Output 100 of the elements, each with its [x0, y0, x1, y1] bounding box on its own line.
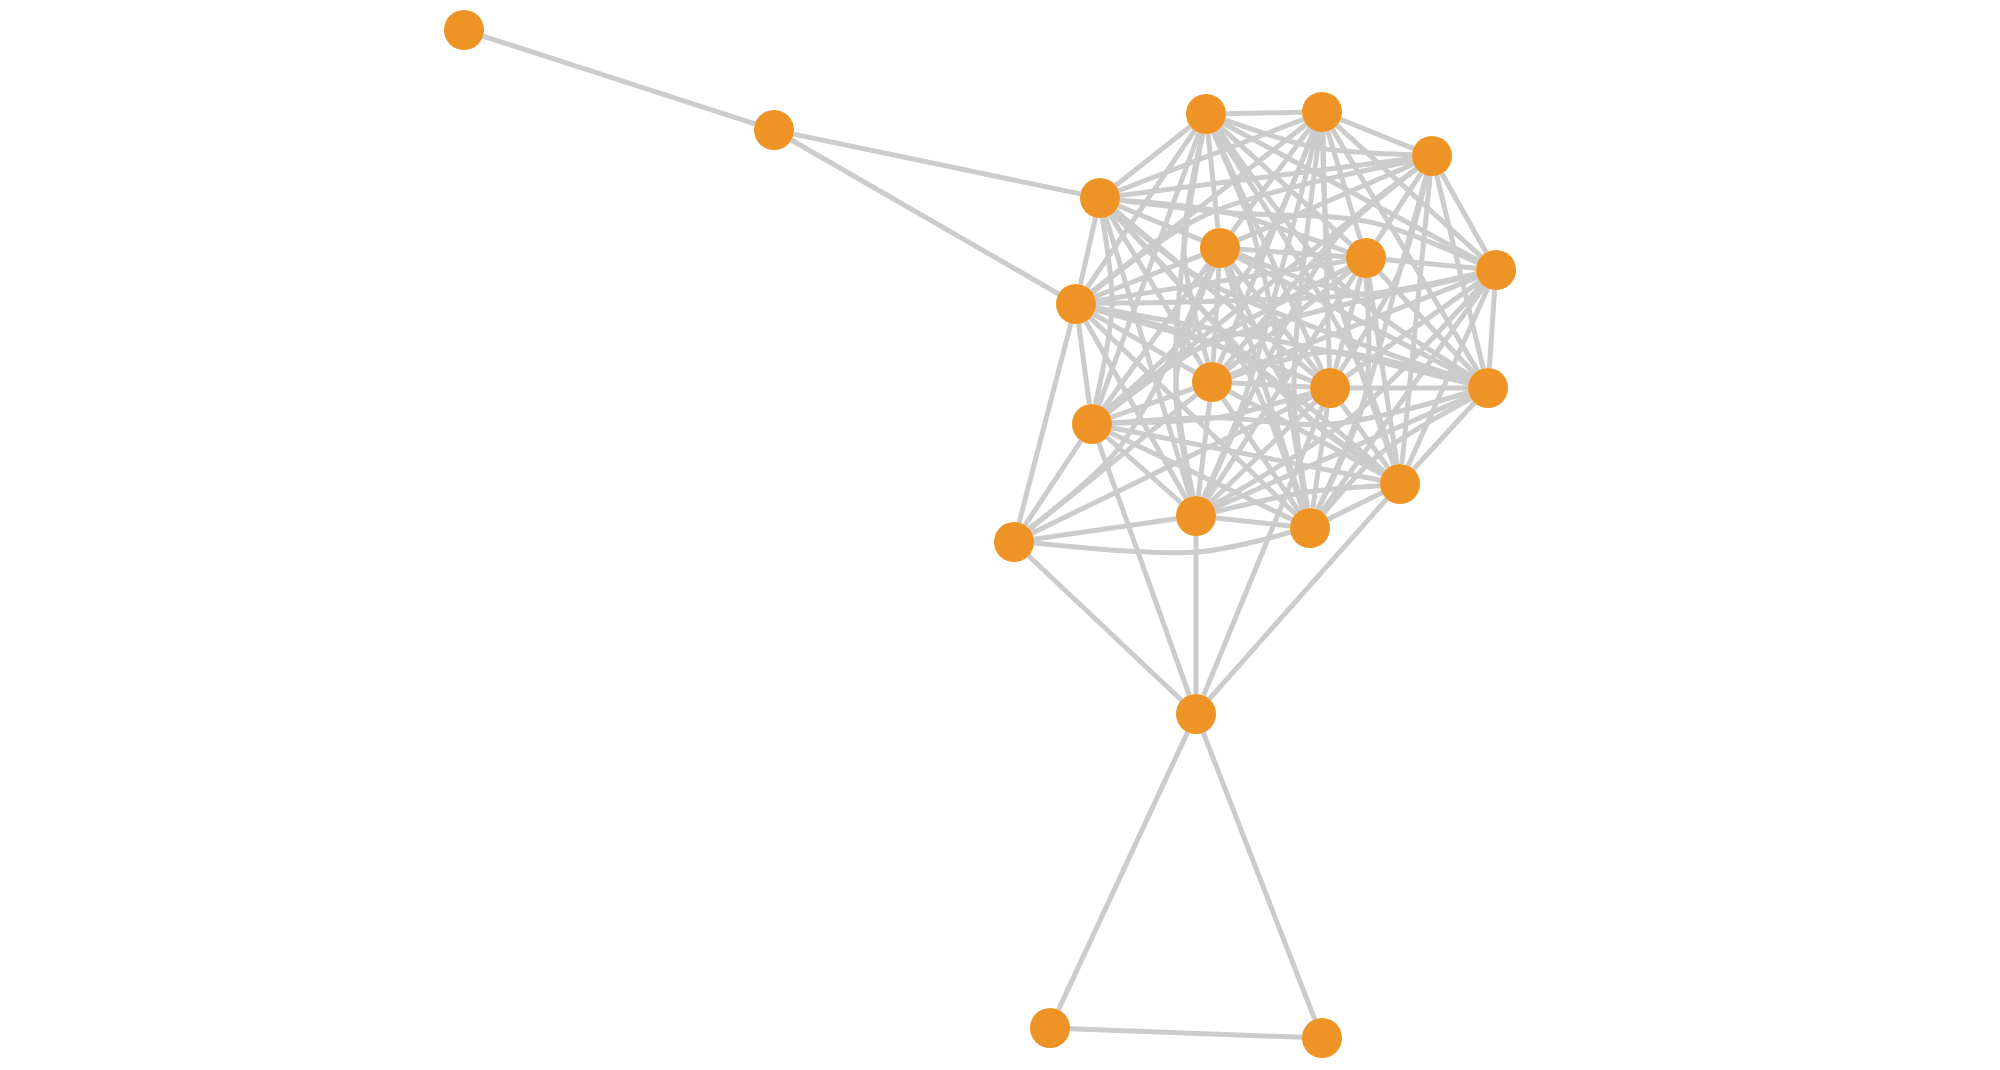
edge-line	[1339, 402, 1391, 470]
edge-line	[1195, 401, 1213, 497]
edge-line	[1219, 125, 1353, 247]
edge-line	[1083, 320, 1189, 500]
edge-line	[1103, 216, 1193, 498]
edge-line	[1221, 397, 1301, 513]
graph-node	[1072, 404, 1112, 444]
edge-line	[1230, 126, 1312, 234]
edge-line	[1114, 124, 1192, 188]
edge-line	[1117, 116, 1305, 194]
edge-line	[1339, 117, 1415, 151]
edge-line	[1056, 731, 1190, 1011]
graph-node	[1176, 694, 1216, 734]
edge-line	[1291, 131, 1323, 509]
edge-line	[1214, 483, 1381, 515]
graph-node	[1302, 1018, 1342, 1058]
graph-node	[444, 10, 484, 50]
edge-line	[1090, 158, 1414, 295]
edge-line	[1366, 277, 1400, 465]
edge-line	[1119, 156, 1413, 198]
edge-line	[1033, 516, 1177, 542]
edge-line	[1095, 258, 1347, 304]
edge-line	[1229, 275, 1479, 377]
edge-line	[1237, 161, 1415, 243]
edge-line	[1215, 515, 1291, 529]
edge-line	[1110, 386, 1194, 420]
edge-line	[1207, 497, 1389, 701]
edge-line	[1173, 265, 1216, 497]
edge-line	[1028, 392, 1198, 532]
edge-line	[1211, 282, 1484, 508]
edge-line	[790, 137, 1060, 297]
edge-line	[1026, 553, 1184, 703]
edge-line	[1411, 401, 1477, 471]
edge-line	[1096, 131, 1202, 407]
graph-node	[1412, 136, 1452, 176]
edge-line	[793, 131, 1081, 197]
edge-line	[1092, 311, 1196, 375]
edge-line	[1117, 203, 1203, 243]
edge-line	[1033, 529, 1292, 556]
edge-line	[1226, 268, 1352, 372]
edge-line	[1200, 731, 1318, 1021]
graph-node	[1302, 92, 1342, 132]
edge-line	[1405, 287, 1491, 467]
edge-line	[1078, 216, 1098, 286]
graph-node	[1186, 94, 1226, 134]
edge-line	[1225, 109, 1303, 117]
edge-line	[1090, 122, 1308, 294]
edge-line	[1201, 405, 1325, 697]
edge-line	[1350, 385, 1468, 391]
edge-line	[1321, 396, 1473, 515]
edge-line	[1085, 129, 1197, 289]
edge-line	[1239, 246, 1347, 260]
edge-line	[1325, 130, 1363, 240]
edge-line	[1104, 129, 1316, 412]
edge-line	[1030, 394, 1314, 536]
edge-line	[1201, 130, 1320, 499]
edge-line	[1230, 262, 1320, 374]
edge-line	[1213, 393, 1471, 511]
edge-line	[1374, 171, 1424, 243]
graph-node	[1200, 228, 1240, 268]
edge-line	[1111, 425, 1381, 483]
edge-line	[1111, 390, 1470, 428]
edge-line	[1332, 276, 1364, 370]
graph-node	[994, 522, 1034, 562]
edge-line	[1231, 380, 1311, 390]
edge-line	[1236, 255, 1472, 381]
edge-line	[1385, 257, 1477, 271]
edge-line	[1105, 435, 1183, 505]
edge-line	[1222, 121, 1480, 263]
edge-line	[1096, 442, 1192, 696]
edge-line	[1027, 264, 1214, 531]
edge-line	[1377, 270, 1477, 376]
edge-line	[1216, 128, 1473, 379]
edge-line	[1108, 430, 1294, 522]
edge-line	[1238, 251, 1478, 297]
edge-line	[1315, 277, 1372, 511]
edge-line	[1095, 271, 1477, 306]
graph-node	[1056, 284, 1096, 324]
edge-line	[1204, 273, 1358, 501]
edge-line	[1320, 131, 1397, 466]
edge-line	[1326, 490, 1384, 522]
graph-node	[1080, 178, 1120, 218]
edge-line	[1108, 213, 1204, 367]
graph-node	[1030, 1008, 1070, 1048]
graph-node	[1290, 508, 1330, 548]
edge-line	[1069, 1026, 1303, 1040]
edge-line	[482, 33, 756, 127]
edge-line	[1076, 323, 1092, 405]
graph-node	[1380, 464, 1420, 504]
edge-line	[1399, 175, 1433, 465]
edge-line	[1230, 349, 1470, 386]
edge-line	[1101, 262, 1211, 410]
edge-line	[1335, 123, 1483, 259]
edge-line	[1214, 129, 1396, 466]
edge-line	[1016, 322, 1074, 524]
edge-line	[1224, 117, 1413, 158]
edge-line	[1434, 174, 1486, 370]
graph-node	[1476, 250, 1516, 290]
edge-line	[1205, 133, 1221, 229]
graph-node	[1468, 368, 1508, 408]
